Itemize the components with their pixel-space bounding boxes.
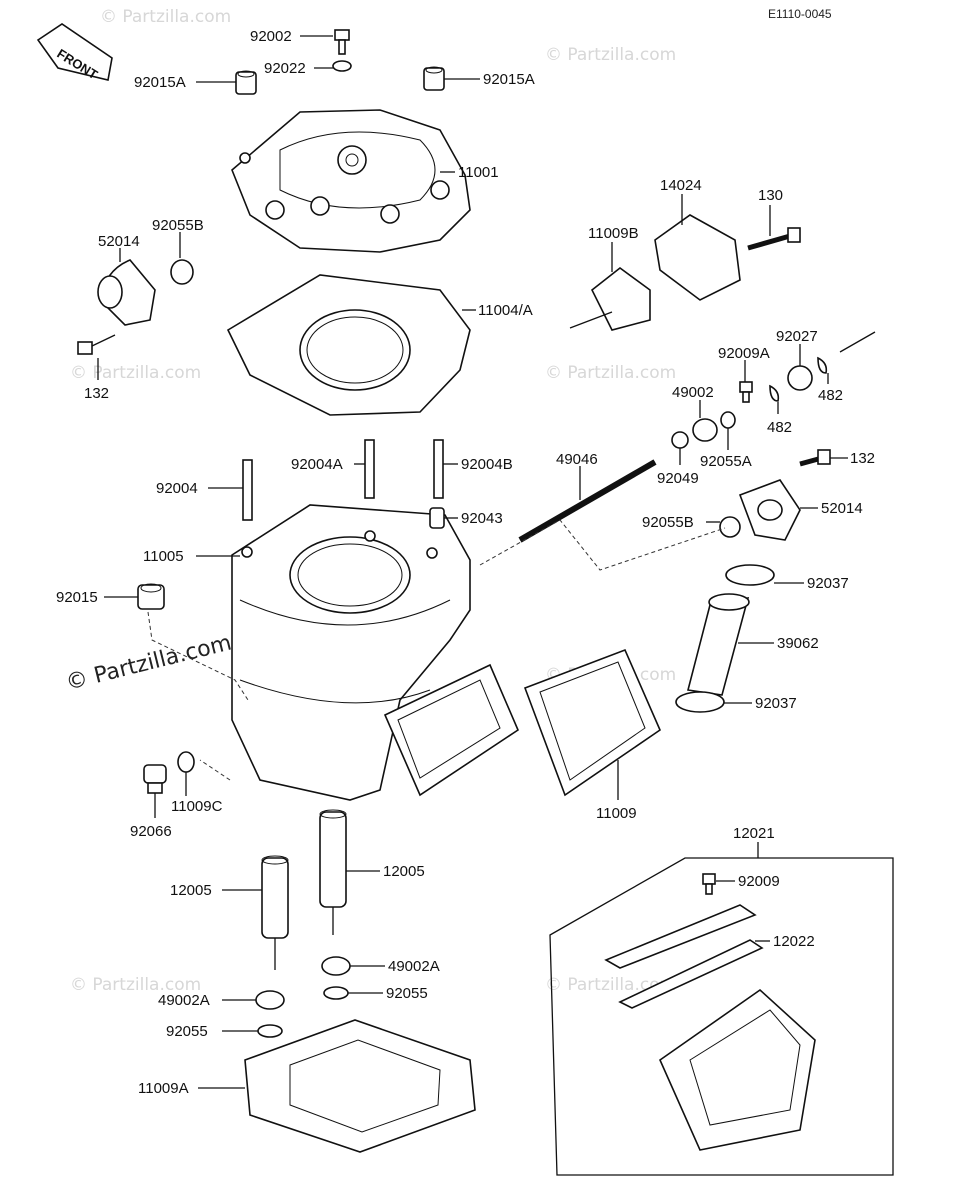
- callout-11004a: 11004/A: [478, 302, 533, 319]
- water-elbow-icon: [738, 479, 801, 541]
- callout-14024: 14024: [660, 177, 702, 194]
- callout-11009a: 11009A: [138, 1080, 189, 1097]
- screw-icon: [702, 873, 716, 895]
- drain-plug-icon: [143, 764, 167, 794]
- watermark: © Partzilla.com: [70, 363, 201, 383]
- callout-92043: 92043: [461, 510, 503, 527]
- watermark: © Partzilla.com: [100, 7, 231, 27]
- callout-92066: 92066: [130, 823, 172, 840]
- intake-gasket: [523, 648, 661, 797]
- valve-cover-icon: [654, 214, 741, 301]
- watermark: © Partzilla.com: [70, 975, 201, 995]
- callout-92055a: 92055A: [700, 453, 752, 470]
- hose-clamp-icon: [675, 691, 725, 713]
- drawing-code: E1110-0045: [768, 7, 832, 21]
- callout-52014-right: 52014: [821, 500, 863, 517]
- o-ring-icon: [170, 259, 194, 285]
- callout-92004a: 92004A: [291, 456, 343, 473]
- callout-92015a-left: 92015A: [134, 74, 186, 91]
- callout-92004: 92004: [156, 480, 198, 497]
- callout-52014-left: 52014: [98, 233, 140, 250]
- nut-icon: [137, 583, 165, 610]
- callout-92049: 92049: [657, 470, 699, 487]
- o-ring-icon: [323, 986, 349, 1000]
- washer-icon: [332, 60, 352, 72]
- o-ring-icon: [719, 516, 741, 538]
- seal-icon: [321, 956, 351, 976]
- callout-92037-bottom: 92037: [755, 695, 797, 712]
- callout-12022: 12022: [773, 933, 815, 950]
- dowel-icon: [429, 507, 445, 529]
- cylinder-head: [231, 109, 471, 253]
- callout-11009b: 11009B: [588, 225, 639, 242]
- clip-icon: [769, 384, 780, 402]
- callout-92055-left: 92055: [166, 1023, 208, 1040]
- stud-icon: [433, 439, 444, 499]
- front-arrow-icon: FRONT: [36, 23, 113, 82]
- callout-49002a-right: 49002A: [388, 958, 440, 975]
- callout-11005: 11005: [143, 548, 184, 565]
- stud-icon: [242, 459, 253, 521]
- watermark-main: © Partzilla.com: [63, 630, 234, 695]
- washer-icon: [671, 431, 689, 449]
- watermark: © Partzilla.com: [545, 363, 676, 383]
- bolt-icon: [799, 449, 831, 467]
- valve-shaft-icon: [518, 459, 657, 543]
- callout-132-left: 132: [84, 385, 109, 402]
- o-ring-icon: [720, 411, 736, 429]
- callout-482-mid: 482: [767, 419, 792, 436]
- screw-icon: [739, 381, 753, 403]
- callout-132-right: 132: [850, 450, 875, 467]
- callout-92015a-right: 92015A: [483, 71, 535, 88]
- watermark: © Partzilla.com: [545, 45, 676, 65]
- collar-icon: [787, 365, 813, 391]
- callout-11009c: 11009C: [171, 798, 223, 815]
- callout-130: 130: [758, 187, 783, 204]
- power-jet-icon: [261, 855, 289, 970]
- bushing-icon: [692, 418, 718, 442]
- washer-icon: [177, 751, 195, 773]
- callouts: 92002 92022 92015A 92015A 11001 92055B 5…: [56, 28, 876, 1097]
- callout-39062: 39062: [777, 635, 819, 652]
- callout-92009: 92009: [738, 873, 780, 890]
- nut-icon: [423, 66, 445, 91]
- bolt-icon: [77, 334, 116, 355]
- callout-49002: 49002: [672, 384, 714, 401]
- callout-92027: 92027: [776, 328, 818, 345]
- stud-icon: [364, 439, 375, 499]
- callout-92055b-top: 92055B: [152, 217, 204, 234]
- seal-icon: [255, 990, 285, 1010]
- callout-12005-left: 12005: [170, 882, 212, 899]
- o-ring-icon: [257, 1024, 283, 1038]
- cylinder: [231, 504, 519, 801]
- callout-12005-right: 12005: [383, 863, 425, 880]
- power-jet-icon: [319, 809, 347, 935]
- base-gasket: [244, 1019, 476, 1153]
- hose-clamp-icon: [725, 564, 775, 586]
- head-gasket: [226, 274, 471, 416]
- callout-92037-top: 92037: [807, 575, 849, 592]
- callout-92009a: 92009A: [718, 345, 770, 362]
- callout-11009: 11009: [596, 805, 637, 822]
- callout-482-right: 482: [818, 387, 843, 404]
- reed-valve-assembly-box: [549, 857, 894, 1176]
- callout-92015: 92015: [56, 589, 98, 606]
- hose-icon: [687, 593, 750, 696]
- callout-49046: 49046: [556, 451, 598, 468]
- nut-icon: [235, 70, 257, 95]
- callout-92004b: 92004B: [461, 456, 513, 473]
- callout-92055b-mid: 92055B: [642, 514, 694, 531]
- callout-12021: 12021: [733, 825, 775, 842]
- callout-92022: 92022: [264, 60, 306, 77]
- callout-11001: 11001: [458, 164, 499, 181]
- callout-92002: 92002: [250, 28, 292, 45]
- callout-92055-right: 92055: [386, 985, 428, 1002]
- cover-gasket-icon: [590, 266, 651, 331]
- bolt-icon: [747, 227, 801, 251]
- callout-49002a-left: 49002A: [158, 992, 210, 1009]
- clip-icon: [817, 356, 828, 374]
- bolt-icon: [334, 29, 350, 55]
- water-elbow-icon: [97, 259, 156, 326]
